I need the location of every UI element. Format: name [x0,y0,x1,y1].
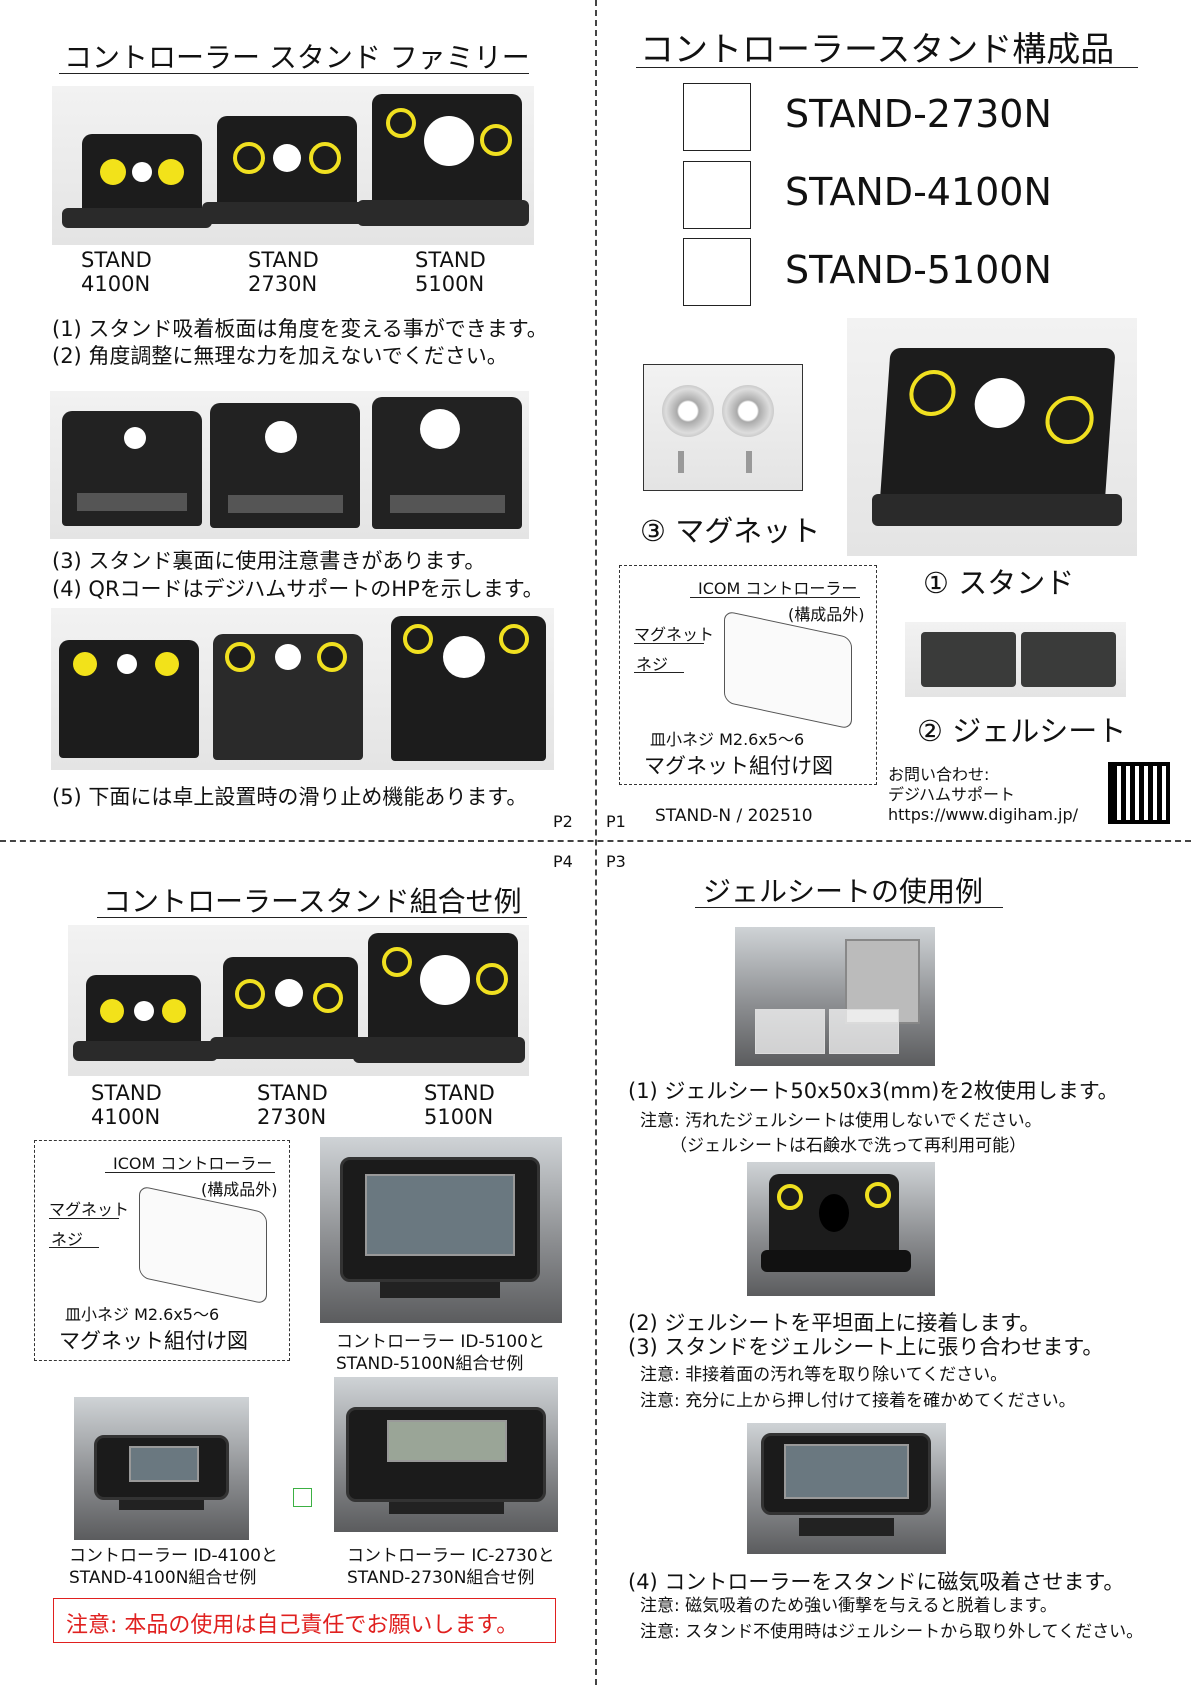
stand-bottom-photo [51,608,554,770]
checklist-label-4100n: STAND-4100N [785,170,1052,214]
gel-on-dashboard-photo [735,927,935,1066]
p4-magnet-assembly-diagram: ICOM コントローラー (構成品外) マグネット ネジ 皿小ネジ M2.6x5… [34,1140,290,1361]
p3-title-underline [695,907,1003,908]
p3-page-label: P3 [606,852,626,871]
controller-drawing [139,1185,267,1305]
stand-photo [847,318,1137,556]
p2-page-label: P2 [553,812,573,831]
p2-title-underline [59,73,529,74]
step-4-note-2: 注意: スタンド不使用時はジェルシートから取り外してください。 [640,1622,1144,1642]
p2-note-5: (5) 下面には卓上設置時の滑り止め機能あります。 [52,785,528,809]
controller-on-stand-photo [747,1423,946,1554]
green-square-marker [293,1488,312,1507]
diagram-controller-label: ICOM コントローラー [698,579,858,598]
gel-sheet-photo [905,622,1126,697]
gel-sheet-label: ② ジェルシート [917,714,1127,748]
diagram-screw-spec: 皿小ネジ M2.6x5～6 [65,1305,220,1324]
id5100-combo-photo [320,1137,562,1323]
warning-box: 注意: 本品の使用は自己責任でお願いします。 [53,1598,556,1643]
p2-note-1: (1) スタンド吸着板面は角度を変える事ができます。 [52,317,548,341]
p2-note-2: (2) 角度調整に無理な力を加えないでください。 [52,344,508,368]
p1-magnet-assembly-diagram: ICOM コントローラー (構成品外) マグネット ネジ 皿小ネジ M2.6x5… [619,565,877,785]
p1-title: コントローラースタンド構成品 [640,30,1115,70]
diagram-caption: マグネット組付け図 [644,754,833,778]
warning-text: 注意: 本品の使用は自己責任でお願いします。 [66,1613,519,1638]
contact-url[interactable]: https://www.digiham.jp/ [888,805,1079,824]
p4-page-label: P4 [553,852,573,871]
stand-family-photo [52,86,534,245]
stand-4100n-image [82,134,202,212]
step-3: (3) スタンドをジェルシート上に張り合わせます。 [628,1335,1104,1359]
step-3-note-2: 注意: 充分に上から押し付けて接着を確かめてください。 [640,1391,1076,1411]
diagram-excluded-label: (構成品外) [201,1180,278,1199]
step-2: (2) ジェルシートを平坦面上に接着します。 [628,1311,1041,1335]
step-1: (1) ジェルシート50x50x3(mm)を2枚使用します。 [628,1079,1119,1103]
contact-label: お問い合わせ: [888,765,990,784]
stand-5100n-image [372,94,522,204]
diagram-magnet-label: マグネット [634,625,715,644]
p1-title-underline [636,67,1138,68]
diagram-magnet-label: マグネット [49,1200,130,1219]
step-4-note-1: 注意: 磁気吸着のため強い衝撃を与えると脱着します。 [640,1596,1057,1616]
qr-code[interactable] [1108,762,1170,824]
id4100-combo-photo [74,1397,249,1540]
p2-title: コントローラー スタンド ファミリー [64,41,530,74]
p2-note-4: (4) QRコードはデジハムサポートのHPを示します。 [52,577,544,601]
checkbox-stand-2730n[interactable] [683,83,751,151]
magnet-label: ③ マグネット [640,514,821,548]
magnet-photo [643,364,803,491]
step-1-note-1: 注意: 汚れたジェルシートは使用しないでください。 [640,1111,1042,1131]
diagram-excluded-label: (構成品外) [788,605,865,624]
p2-note-3: (3) スタンド裏面に使用注意書きがあります。 [52,549,486,573]
diagram-caption: マグネット組付け図 [59,1329,248,1353]
diagram-screw-label: ネジ [636,655,669,674]
p4-stand-family-photo [68,925,529,1076]
p1-page-label: P1 [606,812,626,831]
controller-drawing [724,610,852,730]
step-4: (4) コントローラーをスタンドに磁気吸着させます。 [628,1570,1125,1594]
checklist-label-5100n: STAND-5100N [785,248,1052,292]
diagram-controller-label: ICOM コントローラー [113,1154,273,1173]
diagram-screw-spec: 皿小ネジ M2.6x5～6 [650,730,805,749]
checkbox-stand-5100n[interactable] [683,238,751,306]
p3-title: ジェルシートの使用例 [703,875,984,908]
contact-name: デジハムサポート [888,785,1016,804]
ic2730-combo-photo [334,1377,558,1532]
step-1-note-2: （ジェルシートは石鹸水で洗って再利用可能） [670,1136,1027,1156]
stand-on-gel-photo [747,1162,935,1296]
diagram-screw-label: ネジ [51,1230,84,1249]
checklist-label-2730n: STAND-2730N [785,92,1052,136]
step-3-note-1: 注意: 非接着面の汚れ等を取り除いてください。 [640,1365,1008,1385]
p4-title-underline [97,917,527,918]
fold-line-horizontal [0,840,1191,842]
checkbox-stand-4100n[interactable] [683,161,751,229]
doc-id: STAND-N / 202510 [655,806,813,826]
fold-line-vertical [595,0,597,1685]
stand-2730n-image [217,116,357,208]
p4-title: コントローラースタンド組合せ例 [103,885,522,918]
stand-component-label: ① スタンド [923,566,1075,600]
stand-back-photo [50,391,529,539]
contact-info: お問い合わせ: デジハムサポート https://www.digiham.jp/ [888,765,1078,825]
